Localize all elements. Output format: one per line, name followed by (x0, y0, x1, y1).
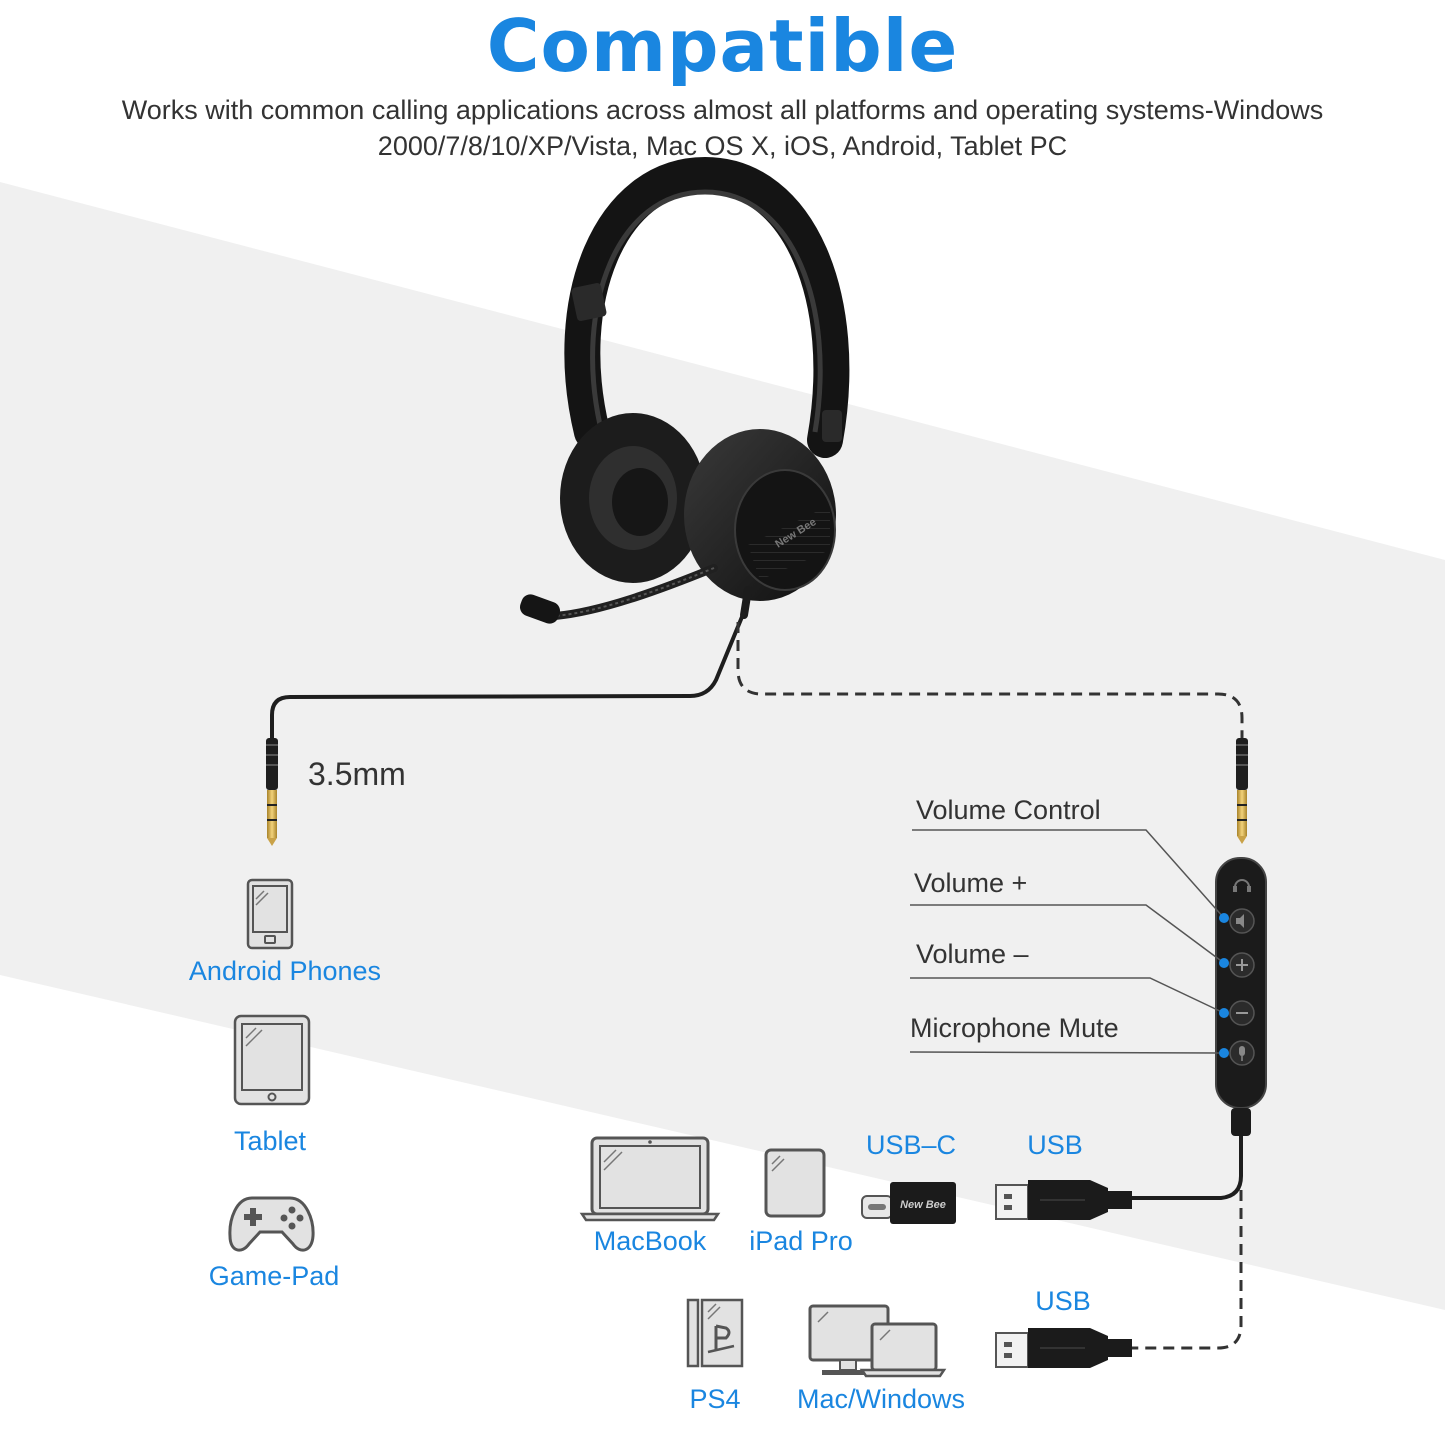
ipad-pro-label: iPad Pro (749, 1226, 853, 1256)
page-subtitle: Works with common calling applications a… (40, 92, 1405, 164)
macbook-icon (579, 1136, 721, 1222)
background-band (0, 182, 1445, 1310)
game-pad-label: Game-Pad (208, 1261, 340, 1291)
android-phones-label: Android Phones (188, 956, 382, 986)
mac-windows-icon (808, 1304, 947, 1378)
inline-control-unit (1215, 857, 1267, 1136)
page-title: Compatible (486, 4, 959, 88)
volume-minus-button-icon (1229, 1000, 1255, 1026)
jack-35mm-left (266, 738, 278, 846)
cable-usb-dashed (736, 622, 1244, 740)
usb-plug-bottom (995, 1328, 1132, 1368)
subtitle-line-2: 2000/7/8/10/XP/Vista, Mac OS X, iOS, And… (377, 131, 1068, 161)
volume-plus-label: Volume + (914, 868, 1028, 898)
usb-bottom-label: USB (1035, 1286, 1091, 1316)
tablet-icon (233, 1014, 311, 1106)
adapter-brand-label: New Bee (900, 1199, 946, 1211)
subtitle-line-1: Works with common calling applications a… (121, 95, 1324, 125)
ipad-pro-icon (764, 1148, 826, 1218)
gamepad-icon (228, 1196, 315, 1252)
jack-size-label: 3.5mm (308, 756, 406, 792)
volume-mute-button-icon (1229, 908, 1255, 934)
tablet-label: Tablet (233, 1126, 307, 1156)
microphone-mute-button-icon (1229, 1040, 1255, 1066)
ps4-icon (686, 1298, 744, 1368)
cable-to-usb-bottom-dashed (1130, 1190, 1243, 1350)
headset-image: New Bee (519, 156, 850, 624)
headphone-icon (1233, 879, 1251, 892)
callout-dots (1219, 913, 1229, 1058)
usb-top-label: USB (1027, 1130, 1083, 1160)
smartphone-icon (246, 878, 294, 950)
microphone-mute-label: Microphone Mute (910, 1013, 1119, 1043)
volume-minus-label: Volume – (916, 939, 1029, 969)
volume-control-label: Volume Control (916, 795, 1101, 825)
cable-to-usb (1130, 1136, 1243, 1200)
usb-plug-top (995, 1180, 1132, 1220)
usb-c-label: USB–C (865, 1130, 957, 1160)
cable-35mm (270, 611, 746, 740)
usb-c-adapter: New Bee (861, 1182, 956, 1224)
macbook-label: MacBook (593, 1226, 707, 1256)
ps4-label: PS4 (689, 1384, 741, 1414)
jack-35mm-right (1236, 738, 1248, 844)
callout-lines (909, 829, 1225, 1054)
mac-windows-label: Mac/Windows (796, 1384, 966, 1414)
volume-plus-button-icon (1229, 952, 1255, 978)
